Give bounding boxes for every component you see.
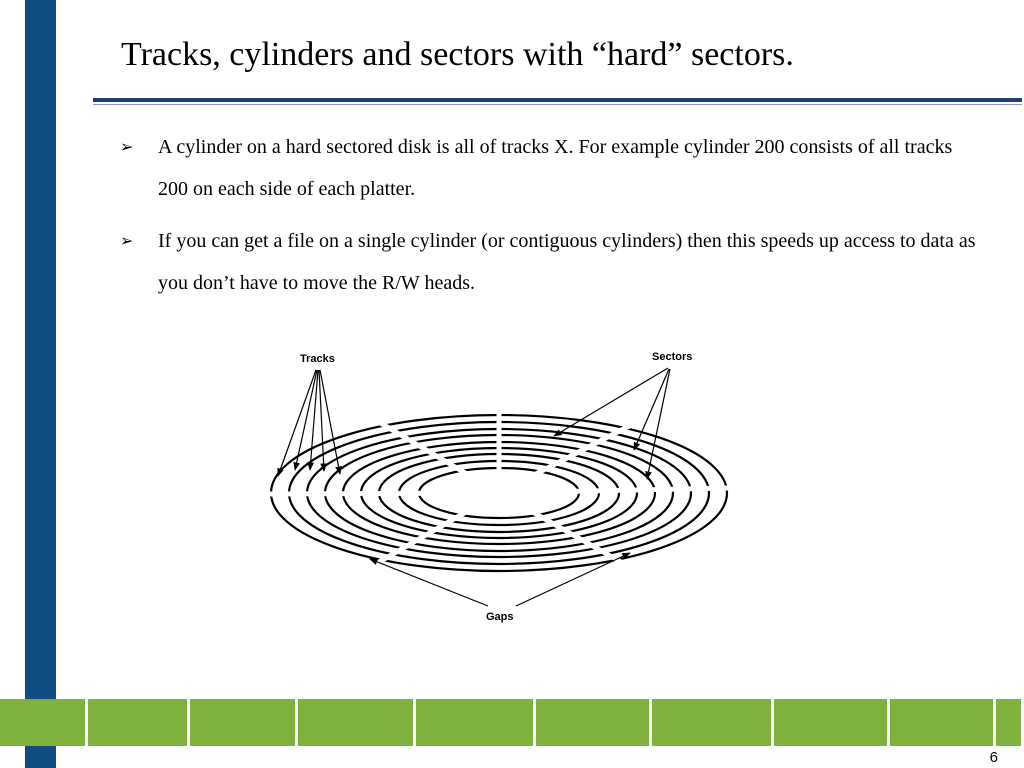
gap-line bbox=[370, 415, 501, 496]
sectors-arrow bbox=[633, 368, 670, 451]
page-number: 6 bbox=[989, 749, 998, 766]
footer-segment bbox=[652, 699, 774, 746]
footer-segment bbox=[536, 699, 652, 746]
diagram-arrows bbox=[277, 367, 671, 607]
footer-bar bbox=[0, 699, 1024, 746]
footer-segment bbox=[416, 699, 536, 746]
title-rule bbox=[93, 98, 1022, 102]
slide-title: Tracks, cylinders and sectors with “hard… bbox=[121, 36, 794, 73]
footer-segment bbox=[996, 699, 1024, 746]
gaps-label: Gaps bbox=[486, 611, 514, 623]
tracks-label: Tracks bbox=[300, 353, 335, 365]
bullet-list: ➢ A cylinder on a hard sectored disk is … bbox=[118, 126, 978, 314]
footer-segment bbox=[190, 699, 298, 746]
tracks-arrow bbox=[293, 369, 318, 471]
tracks-arrow bbox=[318, 369, 327, 472]
gaps-arrow bbox=[369, 558, 489, 607]
gap-line bbox=[266, 490, 500, 497]
sectors-arrow bbox=[645, 368, 671, 480]
footer-segment bbox=[890, 699, 996, 746]
gap-line bbox=[497, 490, 630, 569]
footer-segment bbox=[88, 699, 190, 746]
sector-gaps bbox=[266, 406, 731, 569]
footer-segment bbox=[0, 699, 88, 746]
title-rule-thin bbox=[93, 104, 1022, 105]
tracks-arrow bbox=[277, 369, 317, 477]
gap-line bbox=[370, 490, 501, 569]
tracks-arrow bbox=[307, 369, 319, 471]
bullet-text: If you can get a file on a single cylind… bbox=[158, 230, 976, 294]
left-accent-bar bbox=[25, 0, 56, 768]
gap-line bbox=[497, 419, 639, 496]
tracks-arrow bbox=[319, 369, 342, 475]
arrow-bullet-icon: ➢ bbox=[120, 231, 134, 250]
sectors-label: Sectors bbox=[652, 351, 692, 363]
footer-segment bbox=[774, 699, 890, 746]
bullet-text: A cylinder on a hard sectored disk is al… bbox=[158, 136, 953, 200]
bullet-item: ➢ If you can get a file on a single cyli… bbox=[118, 220, 978, 304]
bullet-item: ➢ A cylinder on a hard sectored disk is … bbox=[118, 126, 978, 210]
gaps-arrow bbox=[515, 552, 631, 607]
sectors-arrow bbox=[553, 367, 669, 437]
gap-line bbox=[498, 485, 731, 496]
footer-segment bbox=[298, 699, 416, 746]
disk-tracks-diagram: Tracks Sectors Gaps bbox=[266, 351, 731, 623]
arrow-bullet-icon: ➢ bbox=[120, 137, 134, 156]
